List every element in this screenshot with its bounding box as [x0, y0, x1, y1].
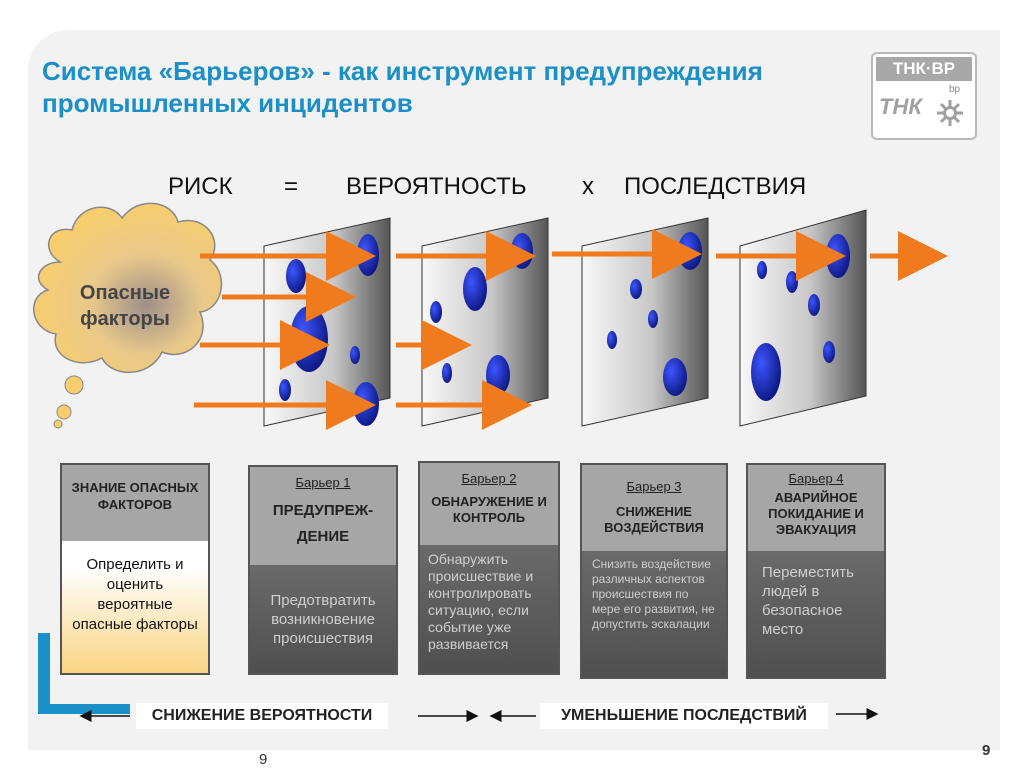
barrier-3-name: Барьер 3: [626, 479, 682, 494]
barrier-plate-2: [421, 217, 549, 427]
box-hazard-knowledge-text: Определить и оценить вероятные опасные ф…: [62, 541, 208, 673]
accent-bar-vertical: [38, 633, 50, 713]
formula-times: x: [582, 173, 594, 200]
barrier-diagram: [33, 202, 948, 430]
slide-title: Система «Барьеров» - как инструмент пред…: [42, 56, 763, 118]
formula-consequences: ПОСЛЕДСТВИЯ: [624, 173, 807, 200]
barrier-2-title: ОБНАРУЖЕНИЕ И КОНТРОЛЬ: [431, 494, 547, 525]
formula-equals: =: [284, 173, 299, 200]
barrier-2-name: Барьер 2: [461, 471, 517, 486]
box-barrier-3: Барьер 3 СНИЖЕНИЕ ВОЗДЕЙСТВИЯ Снизить во…: [580, 463, 728, 679]
page-number-center: 9: [259, 751, 268, 768]
barrier-plate-1: [263, 217, 391, 427]
page-number-right: 9: [982, 742, 991, 759]
box-barrier-2: Барьер 2 ОБНАРУЖЕНИЕ И КОНТРОЛЬ Обнаружи…: [418, 461, 560, 675]
barrier-1-text: Предотвратить возникновение происшествия: [250, 565, 396, 673]
bottom-arrows: [79, 708, 879, 722]
logo-bp: bp: [949, 84, 961, 95]
cloud-label: Опасные факторы: [79, 282, 171, 330]
barrier-3-title: СНИЖЕНИЕ ВОЗДЕЙСТВИЯ: [604, 504, 704, 535]
barrier-plate-4: [739, 209, 867, 427]
barrier-4-text: Переместить людей в безопасное место: [748, 551, 884, 677]
accent-bar-horizontal: [38, 704, 130, 714]
barrier-3-text: Снизить воздействие различных аспектов п…: [582, 551, 726, 677]
barrier-plate-3: [581, 217, 709, 427]
box-barrier-1-header: Барьер 1 ПРЕДУПРЕЖ-ДЕНИЕ: [250, 467, 396, 565]
hazard-cloud: [33, 202, 223, 429]
box-barrier-3-header: Барьер 3 СНИЖЕНИЕ ВОЗДЕЙСТВИЯ: [582, 465, 726, 551]
box-barrier-4-header: Барьер 4 АВАРИЙНОЕ ПОКИДАНИЕ И ЭВАКУАЦИЯ: [748, 465, 884, 551]
label-probability-reduction: СНИЖЕНИЕ ВЕРОЯТНОСТИ: [136, 703, 388, 729]
box-hazard-knowledge-title: ЗНАНИЕ ОПАСНЫХ ФАКТОРОВ: [62, 465, 208, 541]
barrier-1-name: Барьер 1: [295, 475, 351, 490]
box-barrier-2-header: Барьер 2 ОБНАРУЖЕНИЕ И КОНТРОЛЬ: [420, 463, 558, 545]
box-barrier-1: Барьер 1 ПРЕДУПРЕЖ-ДЕНИЕ Предотвратить в…: [248, 465, 398, 675]
formula-risk: РИСК: [168, 173, 233, 200]
box-barrier-4: Барьер 4 АВАРИЙНОЕ ПОКИДАНИЕ И ЭВАКУАЦИЯ…: [746, 463, 886, 679]
logo-wordmark: ТНК·ВР: [876, 57, 972, 81]
company-logo: ТНК·ВР ТНК bp: [871, 52, 977, 140]
barrier-2-text: Обнаружить происшествие и контролировать…: [420, 545, 558, 673]
logo-mark: ТНК: [879, 94, 922, 119]
barrier-1-title: ПРЕДУПРЕЖ-ДЕНИЕ: [272, 502, 374, 545]
box-hazard-knowledge: ЗНАНИЕ ОПАСНЫХ ФАКТОРОВ Определить и оце…: [60, 463, 210, 675]
barrier-4-title: АВАРИЙНОЕ ПОКИДАНИЕ И ЭВАКУАЦИЯ: [768, 490, 864, 537]
label-consequence-reduction: УМЕНЬШЕНИЕ ПОСЛЕДСТВИЙ: [540, 703, 828, 729]
hazard-arrows: [194, 229, 948, 430]
formula-probability: ВЕРОЯТНОСТЬ: [346, 173, 527, 200]
barrier-4-name: Барьер 4: [788, 471, 844, 486]
bp-helios-icon: [937, 100, 963, 126]
